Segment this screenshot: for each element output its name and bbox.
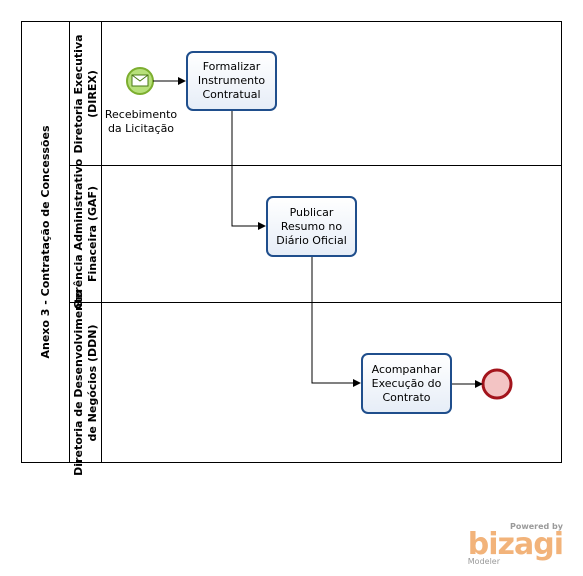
pool-header: Anexo 3 - Contratação de Concessões bbox=[22, 22, 70, 462]
task-publicar-label: Publicar Resumo no Diário Oficial bbox=[276, 205, 347, 247]
task-acompanhar[interactable]: Acompanhar Execução do Contrato bbox=[361, 353, 452, 414]
bizagi-logo: bizagi bbox=[467, 527, 564, 562]
flow-publicar-to-acompanhar[interactable] bbox=[311, 257, 361, 387]
task-formalizar[interactable]: Formalizar Instrumento Contratual bbox=[186, 51, 277, 111]
lane-header-ddn: Diretoria de Desenvolvimento de Negócios… bbox=[70, 290, 102, 475]
lane-gaf: Gerência Administrativo Finaceira (GAF) bbox=[70, 159, 561, 309]
flow-formalizar-to-publicar[interactable] bbox=[231, 111, 266, 230]
task-acompanhar-label: Acompanhar Execução do Contrato bbox=[371, 362, 442, 404]
task-publicar[interactable]: Publicar Resumo no Diário Oficial bbox=[266, 196, 357, 257]
pool: Anexo 3 - Contratação de Concessões Dire… bbox=[21, 21, 562, 475]
start-event[interactable] bbox=[126, 67, 154, 95]
lane-header-gaf: Gerência Administrativo Finaceira (GAF) bbox=[70, 159, 102, 309]
lane-direx: Diretoria Executiva (DIREX) bbox=[70, 22, 561, 166]
end-event[interactable] bbox=[481, 368, 513, 400]
envelope-icon bbox=[131, 74, 149, 87]
lane-header-direx: Diretoria Executiva (DIREX) bbox=[70, 22, 102, 165]
task-formalizar-label: Formalizar Instrumento Contratual bbox=[197, 60, 266, 101]
watermark-powered: Powered by bbox=[510, 522, 563, 531]
lane-ddn: Diretoria de Desenvolvimento de Negócios… bbox=[70, 290, 561, 475]
bizagi-watermark: Powered by bizagi Modeler bbox=[467, 522, 564, 566]
watermark-product: Modeler bbox=[467, 557, 500, 566]
start-event-label: Recebimento da Licitação bbox=[104, 108, 178, 135]
